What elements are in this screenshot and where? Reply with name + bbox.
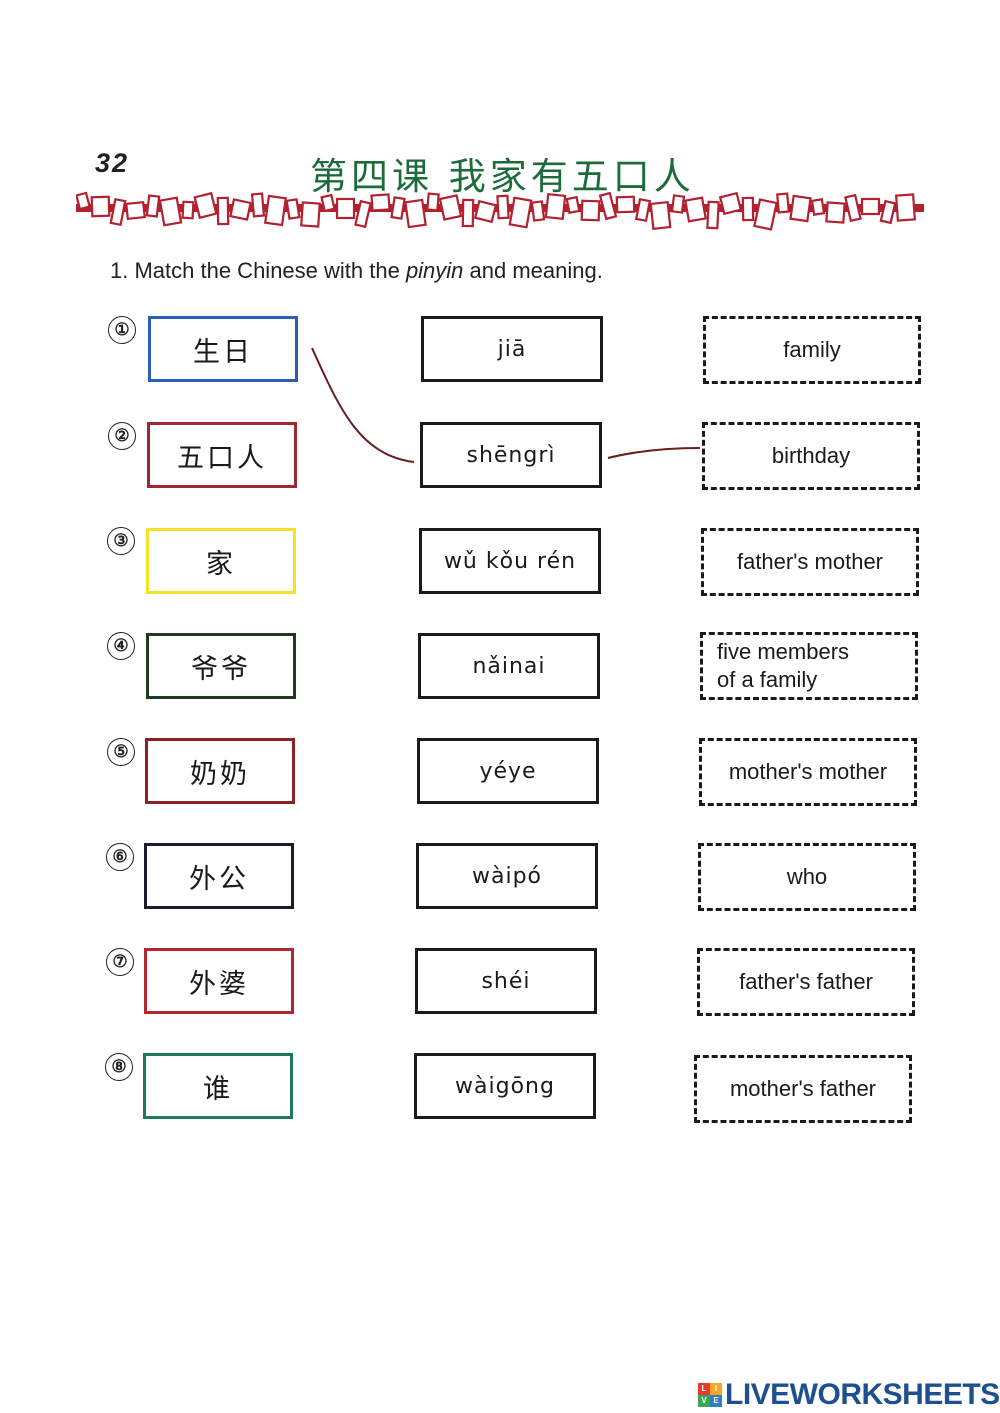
page-number: 32 (95, 148, 130, 178)
border-block (649, 200, 672, 231)
decorative-border (76, 191, 924, 231)
logo-text: LIVEWORKSHEETS (725, 1378, 1000, 1411)
border-block (438, 194, 463, 221)
border-block (544, 192, 567, 221)
pinyin-box[interactable]: jiā (421, 316, 603, 382)
pinyin-box[interactable]: yéye (417, 738, 599, 804)
border-block (894, 193, 917, 222)
border-block (250, 192, 266, 218)
border-block (580, 199, 601, 222)
pinyin-box[interactable]: wǔ kǒu rén (419, 528, 601, 594)
border-block (684, 196, 707, 223)
border-block (90, 195, 111, 218)
border-block (263, 194, 288, 227)
item-number: ① (108, 316, 136, 344)
border-block (426, 192, 440, 212)
border-block (370, 193, 391, 212)
meaning-box[interactable]: who (698, 843, 916, 911)
chinese-box[interactable]: 外婆 (144, 948, 294, 1014)
border-block (496, 194, 510, 220)
border-block (76, 191, 91, 211)
border-block (285, 198, 301, 220)
item-number: ⑦ (106, 948, 134, 976)
border-block (300, 201, 321, 228)
border-block (125, 200, 146, 221)
border-block (753, 198, 778, 231)
chinese-box[interactable]: 谁 (143, 1053, 293, 1119)
border-block (354, 199, 372, 229)
item-number: ⑤ (107, 738, 135, 766)
border-block (789, 194, 812, 223)
border-block (216, 196, 230, 226)
meaning-box[interactable]: mother's father (694, 1055, 912, 1123)
border-block (565, 195, 581, 215)
match-line-1 (311, 347, 415, 463)
instruction-emphasis: pinyin (405, 258, 464, 283)
border-block (473, 199, 498, 224)
pinyin-box[interactable]: wàipó (416, 843, 598, 909)
pinyin-box[interactable]: shéi (415, 948, 597, 1014)
chinese-box[interactable]: 家 (146, 528, 296, 594)
border-block (598, 191, 618, 221)
logo-mark-e: E (710, 1395, 722, 1407)
meaning-box[interactable]: father's mother (701, 528, 919, 596)
item-number: ④ (107, 632, 135, 660)
border-block (193, 191, 218, 220)
border-block (844, 193, 862, 223)
item-number: ② (108, 422, 136, 450)
meaning-box[interactable]: mother's mother (699, 738, 917, 806)
instruction-suffix: and meaning. (463, 258, 603, 283)
border-block (718, 191, 743, 216)
border-block (335, 197, 356, 220)
border-block (461, 198, 475, 228)
border-block (879, 199, 897, 225)
border-block (320, 193, 336, 213)
border-block (229, 198, 252, 221)
border-block (181, 200, 195, 220)
logo-mark-l: L (698, 1383, 710, 1395)
border-block (404, 198, 427, 229)
border-block (145, 194, 161, 218)
meaning-box[interactable]: five members of a family (700, 632, 918, 700)
border-block (741, 196, 755, 222)
lesson-title: 第四课 我家有五口人 (310, 155, 695, 198)
chinese-box[interactable]: 五口人 (147, 422, 297, 488)
match-line-2 (607, 447, 701, 459)
border-block (109, 197, 127, 227)
pinyin-box[interactable]: shēngrì (420, 422, 602, 488)
pinyin-box[interactable]: wàigōng (414, 1053, 596, 1119)
meaning-box[interactable]: birthday (702, 422, 920, 490)
logo-mark-icon: L I V E (698, 1383, 722, 1407)
chinese-box[interactable]: 外公 (144, 843, 294, 909)
chinese-box[interactable]: 生日 (148, 316, 298, 382)
meaning-box[interactable]: father's father (697, 948, 915, 1016)
border-block (860, 197, 881, 216)
border-block (776, 192, 790, 214)
logo-mark-i: I (710, 1383, 722, 1395)
border-block (634, 197, 652, 223)
border-block (158, 196, 183, 227)
instruction-prefix: 1. Match the Chinese with the (110, 258, 406, 283)
border-block (390, 196, 406, 220)
border-block (825, 201, 846, 224)
pinyin-box[interactable]: nǎinai (418, 633, 600, 699)
meaning-box[interactable]: family (703, 316, 921, 384)
border-block (508, 196, 533, 229)
border-block (615, 195, 636, 214)
item-number: ⑥ (106, 843, 134, 871)
item-number: ⑧ (105, 1053, 133, 1081)
logo-mark-v: V (698, 1395, 710, 1407)
chinese-box[interactable]: 爷爷 (146, 633, 296, 699)
instruction: 1. Match the Chinese with the pinyin and… (110, 258, 603, 284)
border-block (706, 200, 720, 230)
border-block (530, 200, 546, 222)
chinese-box[interactable]: 奶奶 (145, 738, 295, 804)
item-number: ③ (107, 527, 135, 555)
border-block (670, 194, 686, 214)
border-block (810, 198, 826, 216)
liveworksheets-logo: L I V E LIVEWORKSHEETS (698, 1378, 1000, 1412)
